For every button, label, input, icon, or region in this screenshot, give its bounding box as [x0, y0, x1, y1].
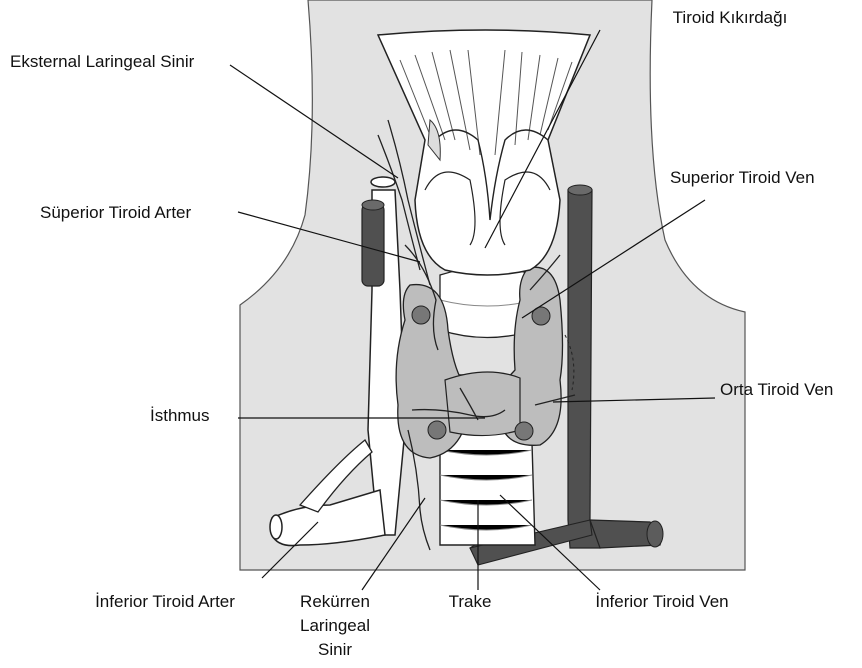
- label-rekurren-laringeal-sinir-2: Laringeal: [300, 616, 370, 636]
- thyroid-isthmus: [445, 372, 520, 436]
- label-rekurren-laringeal-sinir-1: Rekürren: [300, 592, 370, 612]
- label-inferior-tiroid-arter: İnferior Tiroid Arter: [95, 592, 235, 612]
- label-inferior-tiroid-ven: İnferior Tiroid Ven: [595, 592, 728, 612]
- parathyroid-lower-right: [515, 422, 533, 440]
- label-isthmus: İsthmus: [150, 406, 210, 426]
- label-eksternal-laringeal-sinir: Eksternal Laringeal Sinir: [10, 52, 194, 72]
- label-superior-tiroid-arter: Süperior Tiroid Arter: [40, 203, 191, 223]
- parathyroid-upper-left: [412, 306, 430, 324]
- parathyroid-lower-left: [428, 421, 446, 439]
- label-trake: Trake: [449, 592, 492, 612]
- label-superior-tiroid-ven: Superior Tiroid Ven: [670, 168, 815, 188]
- label-orta-tiroid-ven: Orta Tiroid Ven: [720, 380, 833, 400]
- label-rekurren-laringeal-sinir-3: Sinir: [318, 640, 352, 660]
- label-tiroid-kikirdagi: Tiroid Kıkırdağı: [673, 8, 788, 28]
- left-jugular-vein: [362, 204, 384, 286]
